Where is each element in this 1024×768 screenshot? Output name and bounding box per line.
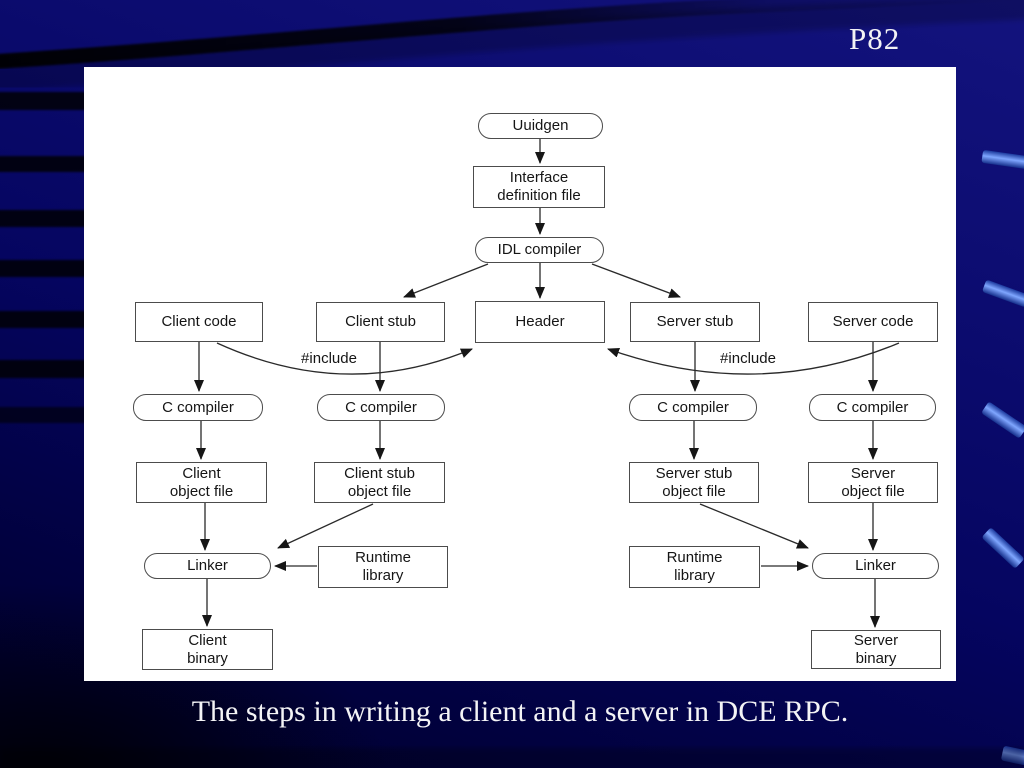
node-label-c-compiler-server-code: C compiler (836, 398, 909, 416)
node-interface-definition-file: Interface definition file (473, 166, 605, 208)
node-label-header: Header (515, 313, 565, 330)
node-runtime-library-left: Runtime library (318, 546, 448, 588)
caption: The steps in writing a client and a serv… (191, 695, 849, 728)
edge-client-stub-object-file-to-linker-left (277, 503, 374, 549)
node-linker-right: Linker (812, 553, 939, 579)
node-server-binary: Server binary (811, 630, 941, 669)
node-label-idl-compiler: IDL compiler (497, 241, 582, 258)
right-ribbon-streaks (981, 150, 1024, 768)
edge-idl-compiler-to-server-stub (591, 263, 681, 298)
node-client-object-file: Client object file (136, 462, 267, 503)
node-label-runtime-library-right: Runtime library (666, 549, 723, 584)
node-label-server-binary: Server binary (853, 631, 899, 667)
node-c-compiler-client-code: C compiler (133, 394, 263, 421)
node-label-c-compiler-client-stub: C compiler (345, 398, 417, 416)
node-c-compiler-server-stub: C compiler (629, 394, 757, 421)
node-label-server-stub: Server stub (656, 313, 734, 330)
edge-label-include-right: #include (720, 350, 776, 367)
left-stripes (0, 92, 88, 423)
edge-server-stub-object-file-to-linker-right (699, 503, 809, 549)
node-c-compiler-client-stub: C compiler (317, 394, 445, 421)
node-label-c-compiler-server-stub: C compiler (657, 398, 729, 416)
page-number: P82 (849, 21, 901, 56)
edge-label-include-left: #include (301, 350, 357, 367)
edge-server-code-to-header (607, 342, 900, 375)
node-label-server-object-file: Server object file (841, 464, 905, 500)
node-client-stub-object-file: Client stub object file (314, 462, 445, 503)
node-label-linker-left: Linker (187, 557, 228, 574)
node-server-stub-object-file: Server stub object file (629, 462, 759, 503)
node-label-client-stub-object-file: Client stub object file (344, 464, 415, 500)
node-label-c-compiler-client-code: C compiler (162, 398, 234, 416)
node-runtime-library-right: Runtime library (629, 546, 760, 588)
node-client-code: Client code (135, 302, 263, 342)
node-uuidgen: Uuidgen (478, 113, 603, 139)
node-linker-left: Linker (144, 553, 271, 579)
edge-client-code-to-header (216, 342, 473, 375)
node-label-server-code: Server code (832, 313, 914, 330)
node-label-client-binary: Client binary (187, 631, 228, 667)
node-label-interface-definition-file: Interface definition file (497, 169, 581, 204)
node-client-binary: Client binary (142, 629, 273, 670)
node-label-uuidgen: Uuidgen (512, 117, 569, 134)
node-client-stub: Client stub (316, 302, 445, 342)
node-server-object-file: Server object file (808, 462, 938, 503)
node-label-client-stub: Client stub (345, 313, 416, 330)
node-label-client-object-file: Client object file (169, 464, 234, 500)
node-server-stub: Server stub (630, 302, 760, 342)
edge-idl-compiler-to-client-stub (403, 263, 489, 298)
node-label-linker-right: Linker (855, 557, 896, 574)
node-label-runtime-library-left: Runtime library (355, 549, 411, 584)
node-server-code: Server code (808, 302, 938, 342)
node-idl-compiler: IDL compiler (475, 237, 604, 263)
node-header: Header (475, 301, 605, 343)
node-label-server-stub-object-file: Server stub object file (655, 464, 733, 500)
diagram-edges (194, 139, 900, 628)
node-c-compiler-server-code: C compiler (809, 394, 936, 421)
node-label-client-code: Client code (161, 313, 237, 330)
